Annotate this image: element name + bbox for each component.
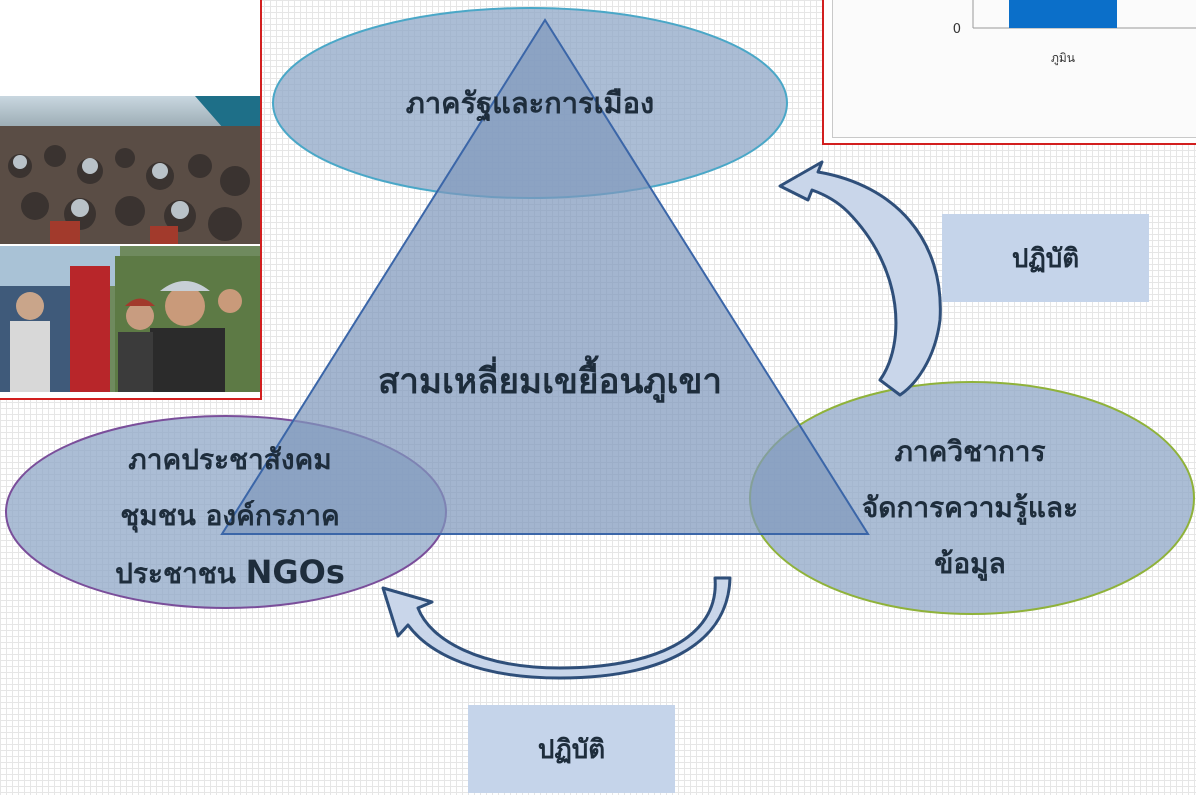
academic-line3: ข้อมูล — [934, 547, 1006, 580]
action-box-bottom: ปฏิบัติ — [468, 705, 675, 793]
ngos-text: NGOs — [245, 553, 345, 591]
academic-sector-label: ภาควิชาการ จัดการความรู้และ ข้อมูล — [790, 424, 1150, 592]
photo-collage — [0, 0, 262, 400]
bottom-curved-arrow — [381, 576, 732, 680]
chart-category-label: ภูมิน — [1051, 51, 1075, 66]
civil-society-line3: ประชาชน NGOs — [40, 544, 420, 602]
civil-society-line2: ชุมชน องค์กรภาค — [120, 499, 340, 532]
bar-chart: 0 ภูมิน — [953, 0, 1196, 66]
action-box-right: ปฏิบัติ — [942, 214, 1149, 302]
academic-line2: จัดการความรู้และ — [861, 491, 1079, 524]
academic-line1: ภาควิชาการ — [894, 435, 1046, 468]
chart-panel: 0 ภูมิน — [822, 0, 1196, 145]
center-title: สามเหลี่ยมเขยื้อนภูเขา — [300, 354, 800, 409]
chart-bar — [1009, 0, 1117, 28]
mountain-triangle — [220, 18, 870, 535]
protest-photo — [0, 246, 260, 392]
crowd-photo — [0, 96, 260, 244]
chart-y-tick-label: 0 — [953, 22, 961, 37]
civil-society-line3-prefix: ประชาชน — [115, 557, 246, 590]
action-right-text: ปฏิบัติ — [1011, 243, 1080, 274]
right-curved-arrow — [778, 160, 942, 397]
chart-frame: 0 ภูมิน — [832, 0, 1196, 138]
crowd-photo-graphic — [0, 96, 260, 244]
civil-society-label: ภาคประชาสังคม ชุมชน องค์กรภาค ประชาชน NG… — [40, 432, 420, 602]
civil-society-line1: ภาคประชาสังคม — [128, 443, 332, 476]
state-sector-label: ภาครัฐและการเมือง — [330, 80, 730, 126]
protest-photo-graphic — [0, 246, 260, 392]
center-title-text: สามเหลี่ยมเขยื้อนภูเขา — [377, 361, 723, 402]
action-bottom-text: ปฏิบัติ — [537, 734, 606, 765]
state-sector-text: ภาครัฐและการเมือง — [405, 86, 655, 120]
